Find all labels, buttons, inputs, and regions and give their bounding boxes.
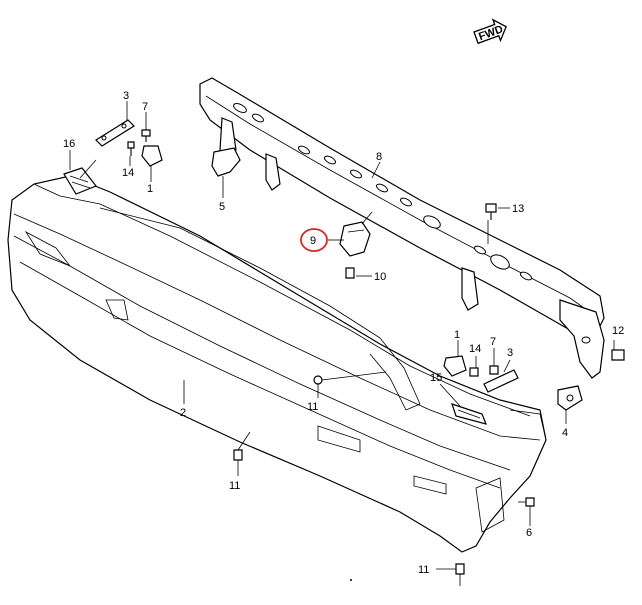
callout-3-right: 3 (507, 347, 513, 359)
screw-11-lower (233, 449, 243, 461)
callout-4: 4 (562, 427, 568, 439)
callout-11-middle: 11 (307, 401, 318, 413)
screw-7-right (489, 365, 499, 375)
retainer-1-right (443, 355, 467, 377)
callout-9-highlight: 9 (300, 228, 328, 252)
callout-10: 10 (374, 271, 386, 283)
leader-lines (69, 101, 615, 586)
screw-6 (525, 497, 535, 507)
highlight-circle (300, 228, 328, 252)
callout-1-left: 1 (147, 183, 153, 195)
callout-14-right: 14 (469, 343, 481, 355)
fwd-arrow-icon: FWD (473, 18, 507, 45)
callout-16: 16 (63, 138, 75, 150)
screw-11-bottom (455, 563, 465, 575)
bumper-cover (7, 175, 547, 553)
callout-9: 9 (310, 235, 316, 247)
callout-1-right: 1 (454, 329, 460, 341)
callout-12: 12 (612, 325, 624, 337)
bracket-4 (557, 385, 583, 411)
callout-14-left: 14 (122, 167, 134, 179)
callout-2: 2 (180, 407, 186, 419)
bracket-3-left (95, 119, 135, 147)
bolt-12 (611, 349, 625, 361)
bumper-reinforcement (199, 77, 605, 379)
clip-14-left (127, 141, 135, 156)
bracket-5 (211, 147, 241, 177)
callout-11-bottom: 11 (418, 564, 429, 576)
callout-7-left: 7 (142, 101, 148, 113)
callout-5: 5 (219, 201, 225, 213)
screw-10 (345, 267, 355, 279)
retainer-1-left (141, 145, 163, 167)
callout-8: 8 (376, 151, 382, 163)
callout-13: 13 (512, 203, 524, 215)
callout-3-left: 3 (123, 90, 129, 102)
screw-11-middle (313, 375, 323, 385)
pad-16-left (63, 167, 97, 195)
callout-7-right: 7 (490, 336, 496, 348)
screw-7-left (141, 129, 151, 142)
retainer-9 (339, 221, 371, 257)
callout-labels: 3 7 14 1 16 5 8 10 13 1 14 7 3 15 4 12 1… (63, 90, 624, 576)
bracket-3-right (483, 369, 519, 393)
callout-11-lower: 11 (229, 480, 240, 492)
callout-6: 6 (526, 527, 532, 539)
bolt-13 (485, 203, 497, 220)
pad-15 (451, 403, 488, 425)
callout-15: 15 (430, 372, 442, 384)
clip-14-right (469, 367, 479, 377)
